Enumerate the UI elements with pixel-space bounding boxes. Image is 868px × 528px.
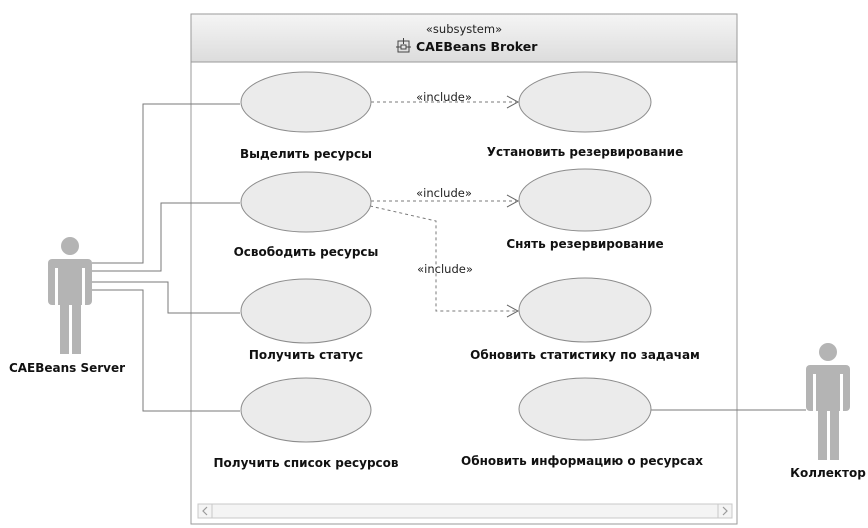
actor-name: CAEBeans Server (9, 361, 125, 375)
association-server-status[interactable] (92, 281, 240, 314)
use-case-get-status[interactable]: Получить статус (240, 278, 372, 362)
association-server-allocate[interactable] (92, 103, 240, 264)
use-case-label: Выделить ресурсы (240, 147, 372, 161)
chevron-right-icon (722, 506, 728, 516)
arrowhead-icon (506, 194, 520, 208)
use-case-label: Получить список ресурсов (214, 456, 399, 470)
use-case-label: Обновить информацию о ресурсах (461, 454, 703, 468)
association-server-release[interactable] (92, 202, 240, 272)
subsystem-header (190, 13, 738, 63)
actor-icon (806, 343, 850, 460)
actor-collector[interactable]: Коллектор (790, 343, 866, 480)
subsystem-name: CAEBeans Broker (416, 39, 538, 54)
include-label: «include» (416, 186, 472, 200)
include-label: «include» (417, 262, 473, 276)
horizontal-scrollbar[interactable] (197, 503, 733, 519)
association-server-resource-list[interactable] (92, 289, 240, 412)
subsystem-icon (396, 38, 411, 53)
use-case-label: Обновить статистику по задачам (470, 348, 700, 362)
scroll-left-button[interactable] (197, 503, 213, 519)
use-case-label: Освободить ресурсы (234, 245, 379, 259)
arrowhead-icon (506, 304, 520, 318)
use-case-label: Установить резервирование (487, 145, 683, 159)
use-case-label: Получить статус (249, 348, 363, 362)
use-case-set-reservation[interactable]: Установить резервирование (487, 71, 683, 159)
scroll-right-button[interactable] (717, 503, 733, 519)
actor-caebeans-server[interactable]: CAEBeans Server (9, 237, 125, 375)
chevron-left-icon (202, 506, 208, 516)
use-case-get-resource-list[interactable]: Получить список ресурсов (214, 377, 399, 470)
use-case-remove-reservation[interactable]: Снять резервирование (506, 168, 664, 251)
use-case-allocate-resources[interactable]: Выделить ресурсы (240, 71, 372, 161)
actor-icon (48, 237, 92, 354)
use-case-update-task-stats[interactable]: Обновить статистику по задачам (470, 277, 700, 362)
arrowhead-icon (506, 95, 520, 109)
actor-name: Коллектор (790, 466, 866, 480)
include-label: «include» (416, 90, 472, 104)
subsystem-stereotype: «subsystem» (426, 22, 502, 36)
use-case-release-resources[interactable]: Освободить ресурсы (234, 171, 379, 259)
use-case-label: Снять резервирование (506, 237, 663, 251)
use-case-update-resource-info[interactable]: Обновить информацию о ресурсах (461, 377, 703, 468)
